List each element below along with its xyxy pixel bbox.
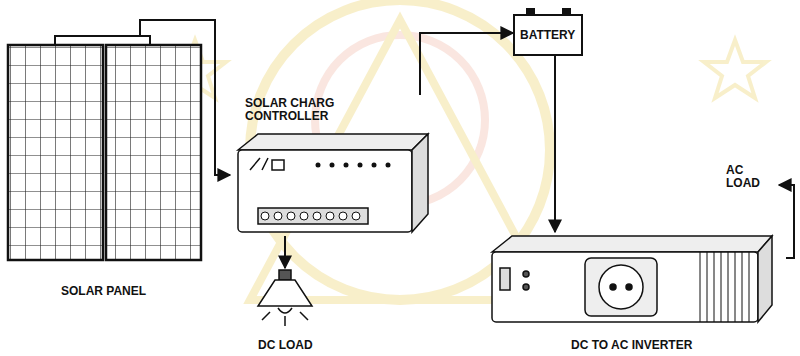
drawing-part (728, 252, 729, 322)
drawing-part (707, 252, 708, 322)
node-label: SOLAR PANEL (61, 285, 146, 298)
connector-arrow (420, 33, 513, 95)
node-label: BATTERY (520, 29, 575, 42)
drawing-part (274, 212, 282, 220)
node-label: AC LOAD (726, 164, 771, 190)
battery-box: BATTERY (513, 14, 583, 56)
drawing-part (721, 252, 722, 322)
drawing-part (279, 270, 291, 280)
node-label: DC LOAD (258, 339, 313, 352)
drawing-part (8, 45, 103, 260)
drawing-part (492, 252, 758, 322)
drawing-part (250, 158, 284, 170)
drawing-part (735, 252, 736, 322)
drawing-part (523, 284, 529, 290)
drawing-part (238, 134, 428, 150)
drawing-part (261, 212, 269, 220)
connector-arrow (140, 20, 230, 175)
connector-arrow (554, 56, 556, 232)
connector-arrow (779, 185, 794, 258)
drawing-part (258, 280, 312, 306)
drawing-part (758, 236, 772, 322)
drawing-part (742, 252, 743, 322)
drawing-part (352, 212, 360, 220)
drawing-part (316, 163, 321, 168)
inverter: DC TO AC INVERTER (478, 232, 786, 354)
drawing-part (278, 308, 292, 313)
node-label: DC TO AC INVERTER (571, 339, 692, 352)
inverter-drawing (492, 236, 772, 322)
drawing-part (610, 284, 616, 290)
drawing-part (704, 40, 766, 98)
lamp-drawing (258, 270, 312, 326)
drawing-part (412, 134, 428, 232)
solar-panel: SOLAR PANEL (5, 28, 203, 300)
terminal-block (261, 212, 360, 220)
drawing-part (700, 252, 701, 322)
dc-load: DC LOAD (245, 268, 325, 354)
drawing-part (372, 163, 377, 168)
inverter-fins (700, 252, 749, 322)
drawing-part (358, 163, 363, 168)
drawing-part (492, 236, 772, 252)
node-label: SOLAR CHARG CONTROLLER (245, 97, 360, 123)
drawing-part (330, 163, 335, 168)
charge-controller: SOLAR CHARG CONTROLLER (230, 95, 430, 236)
solar-panel-drawing (8, 28, 201, 260)
drawing-part (585, 258, 657, 316)
drawing-part (599, 265, 643, 309)
drawing-part (749, 252, 750, 322)
indicator-leds (316, 163, 391, 168)
drawing-part (326, 212, 334, 220)
drawing-part (714, 252, 715, 322)
drawing-part (339, 212, 347, 220)
charge-controller-drawing (238, 134, 428, 232)
drawing-part (238, 150, 412, 232)
drawing-part (386, 163, 391, 168)
drawing-part (106, 45, 201, 260)
drawing-part (626, 284, 632, 290)
connector-arrow (284, 236, 286, 268)
drawing-part (313, 212, 321, 220)
drawing-part (55, 28, 150, 45)
drawing-part (287, 212, 295, 220)
drawing-part (300, 212, 308, 220)
drawing-part (523, 271, 529, 277)
drawing-part (344, 163, 349, 168)
drawing-part (262, 312, 308, 326)
drawing-part (500, 268, 510, 290)
ac-load: AC LOAD (726, 160, 779, 204)
drawing-part (258, 208, 368, 224)
